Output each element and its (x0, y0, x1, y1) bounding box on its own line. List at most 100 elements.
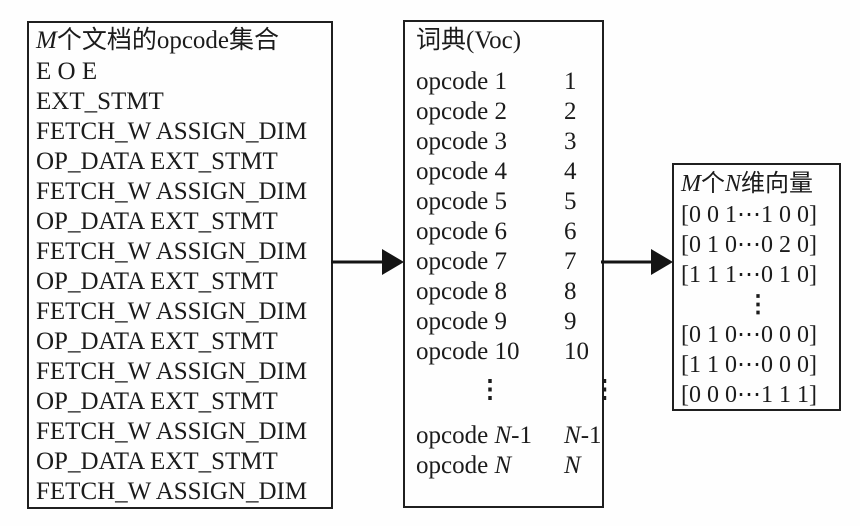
opcode-index: 7 (564, 247, 577, 277)
opcode-sequence-line: FETCH_W ASSIGN_DIM (36, 118, 308, 145)
text-segment: 5 (564, 188, 577, 215)
text-segment: 个 (701, 171, 725, 197)
opcode-name: opcode 9 (416, 307, 564, 337)
variable-italic: N (725, 171, 742, 197)
arrow-right-icon (331, 249, 404, 275)
documents-opcode-box-title: M个文档的opcode集合 (36, 25, 327, 57)
opcode-index: 8 (564, 277, 577, 307)
opcode-name: opcode 2 (416, 97, 564, 127)
opcode-name: opcode 1 (416, 67, 564, 97)
vector-row: [0 0 0⋯1 1 1] (681, 382, 817, 408)
opcode-sequence-line: EXT_STMT (36, 88, 164, 115)
opcode-name: opcode 5 (416, 187, 564, 217)
dictionary-row: opcode 6 6 (416, 217, 598, 247)
vector-row-list: [0 0 1⋯1 0 0] [0 1 0⋯0 2 0] [1 1 1⋯0 1 0] ⋮… (681, 200, 835, 410)
vectors-ellipsis: ⋮ (746, 292, 770, 318)
opcode-sequence-line: OP_DATA EXT_STMT (36, 388, 278, 415)
variable-italic: N (494, 452, 512, 479)
opcode-name: opcode 8 (416, 277, 564, 307)
opcode-sequence-line: OP_DATA EXT_STMT (36, 328, 278, 355)
opcode-index: 3 (564, 127, 577, 157)
opcode-index: N-1 (564, 421, 602, 451)
opcode-name: opcode 3 (416, 127, 564, 157)
opcode-name: opcode 6 (416, 217, 564, 247)
documents-opcode-box: M个文档的opcode集合 E O E EXT_STMT FETCH_W ASSIG… (27, 21, 333, 509)
dictionary-row: opcode 8 8 (416, 277, 598, 307)
text-segment: 个文档的opcode集合 (56, 27, 280, 54)
opcode-sequence-list: E O E EXT_STMT FETCH_W ASSIGN_DIM OP_DATA E… (36, 57, 327, 507)
text-segment: 4 (564, 158, 577, 185)
dictionary-ellipsis-row: ⋮⋮ (416, 375, 618, 405)
text-segment: opcode 1 (416, 68, 507, 95)
text-segment: opcode 9 (416, 308, 507, 335)
text-segment: 2 (564, 98, 577, 125)
opcode-index: 1 (564, 67, 577, 97)
opcode-sequence-line: FETCH_W ASSIGN_DIM (36, 238, 308, 265)
text-segment: 10 (564, 338, 589, 365)
vector-row: [0 1 0⋯0 0 0] (681, 322, 817, 348)
opcode-name: ⋮ (416, 375, 592, 405)
opcode-sequence-line: FETCH_W ASSIGN_DIM (36, 478, 308, 505)
opcode-sequence-line: FETCH_W ASSIGN_DIM (36, 358, 308, 385)
text-segment: opcode (416, 422, 495, 449)
vector-row: [0 0 1⋯1 0 0] (681, 202, 817, 228)
vector-row: [0 1 0⋯0 2 0] (681, 232, 817, 258)
opcode-sequence-line: OP_DATA EXT_STMT (36, 448, 278, 475)
text-segment: 7 (564, 248, 577, 275)
text-segment: 3 (564, 128, 577, 155)
opcode-name: opcode N-1 (416, 421, 564, 451)
opcode-sequence-line: OP_DATA EXT_STMT (36, 268, 278, 295)
dictionary-row: opcode 4 4 (416, 157, 598, 187)
dictionary-row: opcode 1 1 (416, 67, 598, 97)
opcode-sequence-line: E O E (36, 58, 98, 85)
opcode-index: 6 (564, 217, 577, 247)
dictionary-row: opcode 7 7 (416, 247, 598, 277)
text-segment: 6 (564, 218, 577, 245)
text-segment: opcode 6 (416, 218, 507, 245)
vector-row: [1 1 1⋯0 1 0] (681, 262, 817, 288)
opcode-sequence-line: FETCH_W ASSIGN_DIM (36, 418, 308, 445)
variable-italic: N (494, 422, 512, 449)
opcode-name: opcode 10 (416, 337, 564, 367)
text-segment: opcode 8 (416, 278, 507, 305)
opcode-index: 9 (564, 307, 577, 337)
opcode-sequence-line: FETCH_W ASSIGN_DIM (36, 298, 308, 325)
opcode-index: 4 (564, 157, 577, 187)
dictionary-box-title: 词典(Voc) (416, 27, 522, 54)
opcode-sequence-line: FETCH_W ASSIGN_DIM (36, 178, 308, 205)
vectors-box: M个N维向量 [0 0 1⋯1 0 0] [0 1 0⋯0 2 0] [1 1 1⋯… (672, 163, 841, 411)
opcode-index: ⋮ (592, 375, 617, 405)
text-segment: 1 (564, 68, 577, 95)
dictionary-row: opcode 9 9 (416, 307, 598, 337)
variable-italic: M (681, 171, 701, 197)
text-segment: ⋮ (477, 376, 503, 403)
text-segment: opcode 3 (416, 128, 507, 155)
text-segment: opcode 4 (416, 158, 507, 185)
opcode-index: 5 (564, 187, 577, 217)
opcode-index: N (564, 451, 581, 481)
arrow-right-icon (601, 249, 673, 275)
dictionary-row: opcode 5 5 (416, 187, 598, 217)
text-segment: 维向量 (741, 171, 814, 197)
text-segment: opcode 5 (416, 188, 507, 215)
opcode-name: opcode 4 (416, 157, 564, 187)
variable-italic: N (564, 452, 581, 479)
opcode-name: opcode N (416, 451, 564, 481)
text-segment: 9 (564, 308, 577, 335)
text-segment: -1 (580, 422, 602, 449)
text-segment: opcode 7 (416, 248, 507, 275)
opcode-name: opcode 7 (416, 247, 564, 277)
text-segment: ⋮ (592, 376, 617, 403)
opcode-sequence-line: OP_DATA EXT_STMT (36, 208, 278, 235)
opcode-sequence-line: OP_DATA EXT_STMT (36, 148, 278, 175)
vector-row: [1 1 0⋯0 0 0] (681, 352, 817, 378)
variable-italic: N (564, 422, 581, 449)
text-segment: opcode (416, 452, 495, 479)
variable-italic: M (36, 27, 57, 54)
text-segment: opcode 2 (416, 98, 507, 125)
